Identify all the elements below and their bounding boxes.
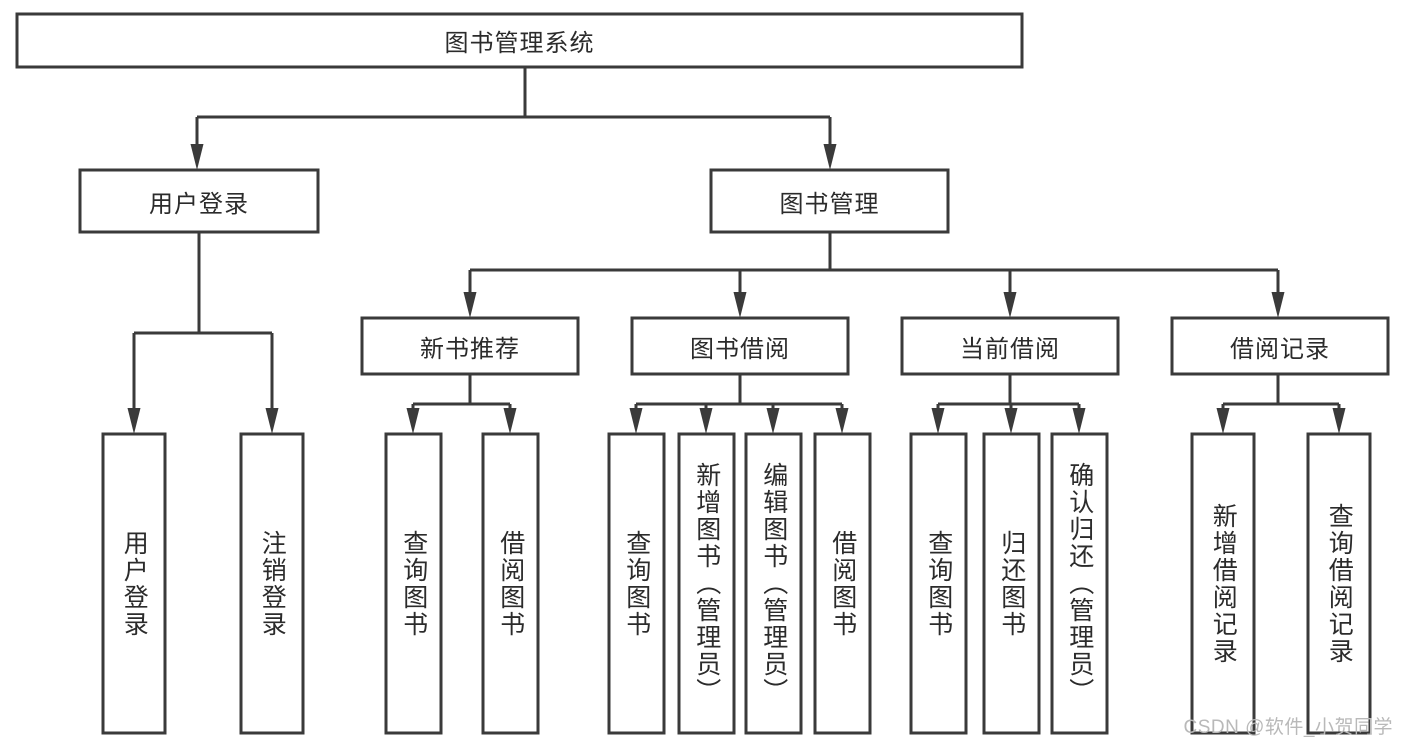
- node-leaf-query-book-3-box: [909, 432, 968, 735]
- node-leaf-add-book-box: [677, 432, 736, 735]
- boxes-layer: [15, 12, 1390, 735]
- arrow-head-icon: [766, 408, 780, 434]
- arrow-head-icon: [835, 408, 849, 434]
- arrow-head-icon: [931, 408, 945, 434]
- node-leaf-add-loan-record-box: [1190, 432, 1256, 735]
- node-new-book-rec-box: [360, 316, 580, 376]
- node-leaf-user-login-box: [101, 432, 167, 735]
- arrow-head-icon: [1216, 408, 1230, 434]
- arrow-head-icon: [1072, 408, 1086, 434]
- node-root-box: [15, 12, 1024, 69]
- node-leaf-query-book-1-box: [384, 432, 443, 735]
- arrow-head-icon: [1003, 292, 1017, 318]
- arrow-head-icon: [406, 408, 420, 434]
- node-book-manage-box: [709, 168, 950, 234]
- arrow-head-icon: [1332, 408, 1346, 434]
- node-leaf-return-book-box: [982, 432, 1041, 735]
- node-leaf-user-logout-box: [239, 432, 305, 735]
- arrow-head-icon: [1004, 408, 1018, 434]
- node-leaf-confirm-return-box: [1050, 432, 1109, 735]
- watermark-text: CSDN @软件_小贺同学: [1183, 717, 1393, 738]
- arrow-head-icon: [190, 144, 204, 170]
- arrow-head-icon: [127, 408, 141, 434]
- node-leaf-query-book-2-box: [607, 432, 666, 735]
- node-leaf-borrow-book-2-box: [813, 432, 872, 735]
- arrow-head-icon: [699, 408, 713, 434]
- node-leaf-edit-book-box: [744, 432, 803, 735]
- node-book-borrow-box: [630, 316, 850, 376]
- arrow-head-icon: [503, 408, 517, 434]
- node-leaf-query-loan-record-box: [1306, 432, 1372, 735]
- arrow-head-icon: [1271, 292, 1285, 318]
- connectors-layer: [127, 67, 1346, 434]
- arrow-head-icon: [823, 144, 837, 170]
- arrow-head-icon: [629, 408, 643, 434]
- node-leaf-borrow-book-1-box: [481, 432, 540, 735]
- arrow-head-icon: [463, 292, 477, 318]
- arrow-head-icon: [733, 292, 747, 318]
- node-current-loan-box: [900, 316, 1120, 376]
- arrow-head-icon: [265, 408, 279, 434]
- node-user-login-box: [78, 168, 320, 234]
- node-loan-record-box: [1170, 316, 1390, 376]
